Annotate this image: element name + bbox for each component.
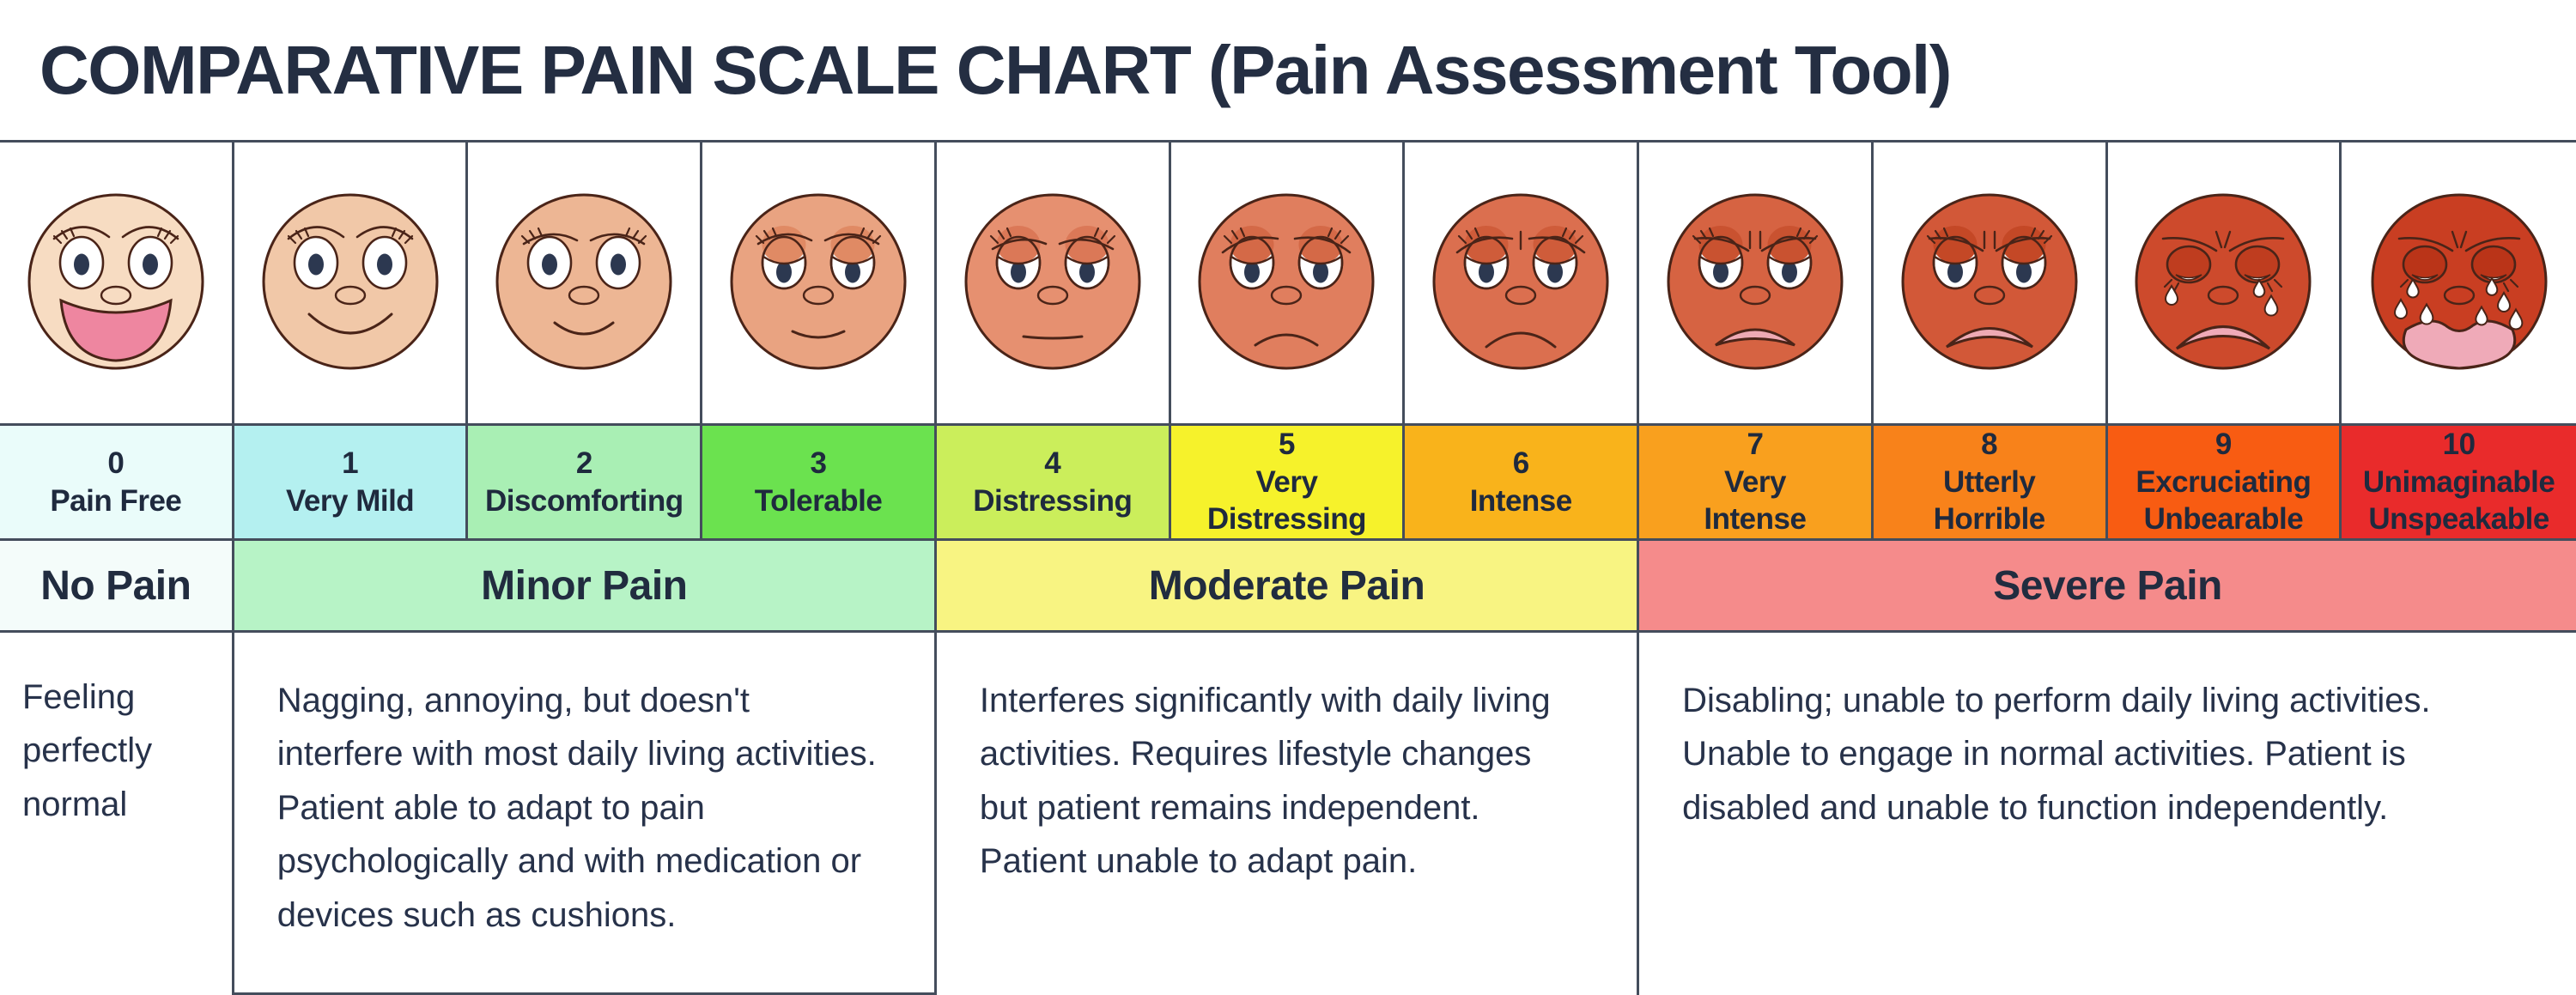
pain-face-icon xyxy=(1667,193,1844,369)
pain-face-icon xyxy=(1901,193,2078,369)
pain-face-cell-9 xyxy=(2108,143,2342,423)
pain-face-icon xyxy=(1432,193,1609,369)
pain-face-icon xyxy=(964,193,1141,369)
pain-face-cell-1 xyxy=(234,143,469,423)
pain-face-cell-2 xyxy=(468,143,703,423)
pain-description-cell-2: Interferes significantly with daily livi… xyxy=(937,633,1640,995)
pain-description-cell-1: Nagging, annoying, but doesn't interfere… xyxy=(234,633,937,995)
pain-faces-row xyxy=(0,140,2576,423)
pain-level-cell-1: 1 Very Mild xyxy=(234,426,469,538)
pain-face-icon xyxy=(262,193,439,369)
pain-face-cell-10 xyxy=(2342,143,2576,423)
pain-face-cell-0 xyxy=(0,143,234,423)
pain-level-cell-7: 7 Very Intense xyxy=(1639,426,1874,538)
pain-face-cell-4 xyxy=(937,143,1171,423)
pain-face-cell-8 xyxy=(1874,143,2108,423)
pain-face-cell-6 xyxy=(1405,143,1640,423)
category-cell-minor-pain: Minor Pain xyxy=(234,541,937,630)
pain-face-icon xyxy=(2135,193,2312,369)
pain-description-cell-3: Disabling; unable to perform daily livin… xyxy=(1682,682,2431,827)
pain-level-cell-4: 4 Distressing xyxy=(936,426,1171,538)
chart-header: COMPARATIVE PAIN SCALE CHART (Pain Asses… xyxy=(0,0,2576,140)
pain-level-cell-0: 0 Pain Free xyxy=(0,426,234,538)
pain-level-cell-6: 6 Intense xyxy=(1405,426,1640,538)
pain-level-cell-3: 3 Tolerable xyxy=(702,426,937,538)
pain-level-cell-5: 5 Very Distressing xyxy=(1170,426,1406,538)
pain-face-icon xyxy=(495,193,672,369)
pain-face-cell-7 xyxy=(1639,143,1874,423)
pain-face-icon xyxy=(27,193,204,369)
pain-level-cell-9: 9 Excruciating Unbearable xyxy=(2107,426,2342,538)
pain-level-cell-10: 10 Unimaginable Unspeakable xyxy=(2342,426,2576,538)
pain-level-cell-8: 8 Utterly Horrible xyxy=(1873,426,2108,538)
pain-face-cell-5 xyxy=(1171,143,1406,423)
pain-face-icon xyxy=(730,193,907,369)
page-title: COMPARATIVE PAIN SCALE CHART (Pain Asses… xyxy=(39,31,1952,108)
pain-level-cell-2: 2 Discomforting xyxy=(468,426,703,538)
category-cell-severe-pain: Severe Pain xyxy=(1639,541,2576,630)
pain-description-cell-0: Feeling perfectly normal xyxy=(0,633,234,995)
pain-face-cell-3 xyxy=(702,143,937,423)
pain-face-icon xyxy=(2371,193,2548,370)
category-cell-no-pain: No Pain xyxy=(0,541,234,630)
category-cell-moderate-pain: Moderate Pain xyxy=(936,541,1640,630)
pain-face-icon xyxy=(1198,193,1375,369)
